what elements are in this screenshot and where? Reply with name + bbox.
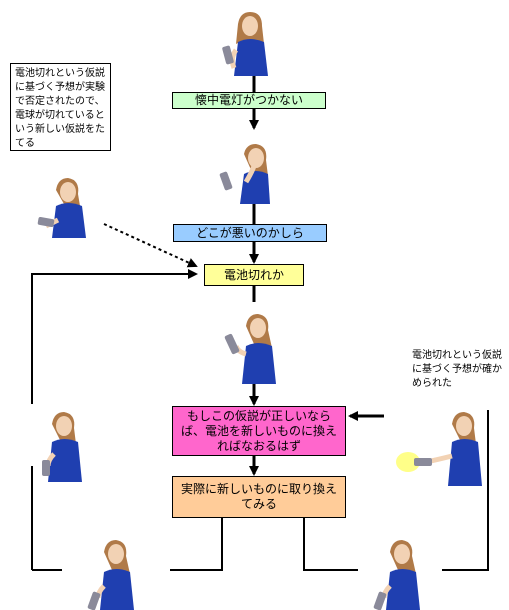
woman-examining-flashlight-left [37, 178, 86, 238]
note-hypothesis-rejected: 電池切れという仮説に基づく予想が実験で否定されたので、電球が切れているという新し… [10, 63, 111, 151]
node-flashlight-dead: 懐中電灯がつかない [172, 92, 326, 109]
woman-bottom-right [373, 540, 420, 610]
woman-holding-flashlight [222, 12, 268, 76]
loop-line-left [31, 269, 198, 404]
woman-bottom-left [87, 540, 134, 610]
branch-bottom-right [303, 518, 358, 571]
woman-thinking [219, 144, 270, 204]
branch-bottom-left [170, 518, 223, 571]
node-if-hypothesis: もしこの仮説が正しいならば、電池を新しいものに換えればなおるはず [172, 406, 346, 456]
dotted-arrow-new-hypothesis [103, 223, 198, 268]
node-what-is-wrong: どこが悪いのかしら [173, 224, 327, 242]
woman-left-side [42, 412, 82, 482]
node-battery-dead: 電池切れか [204, 264, 304, 286]
branch-bottom-right-up [442, 410, 489, 571]
woman-flashlight-lit [396, 412, 482, 486]
node-try-replace: 実際に新しいものに取り換えてみる [172, 476, 346, 518]
note-hypothesis-confirmed: 電池切れという仮説に基づく予想が確かめられた [408, 346, 508, 394]
woman-pointing-flashlight [224, 314, 276, 384]
